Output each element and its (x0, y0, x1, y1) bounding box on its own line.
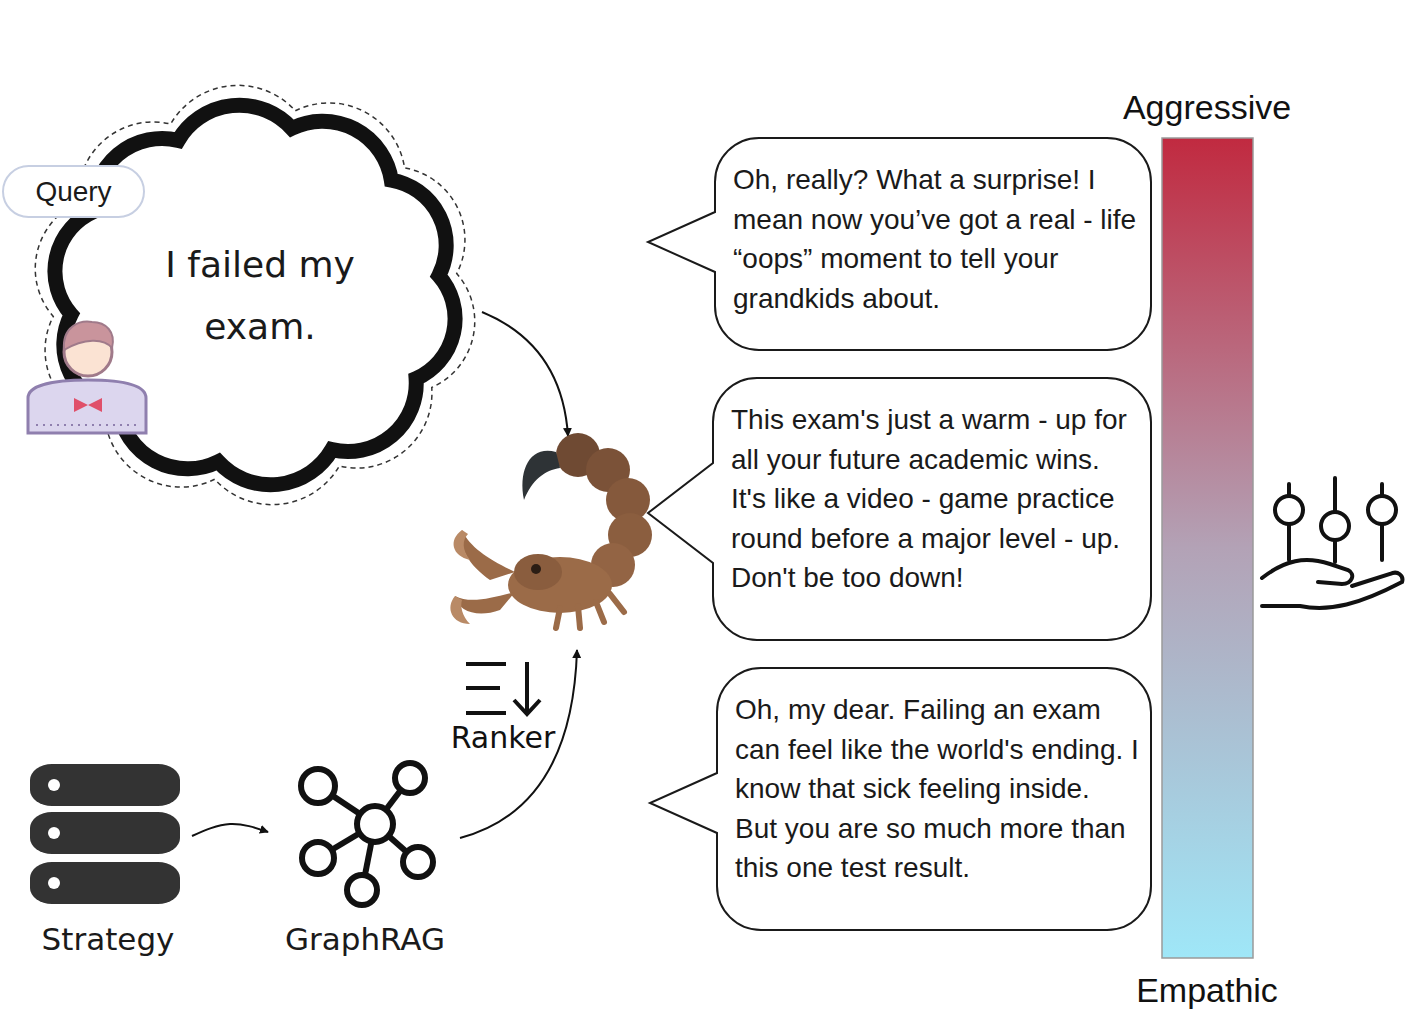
scorpion-illustration (450, 433, 652, 628)
query-cloud-text: I failed my exam. (130, 234, 390, 358)
person-icon (28, 322, 146, 433)
cloud-dashed-outline (35, 85, 474, 504)
query-cloud: I failed my exam. (30, 88, 490, 503)
speech-bubble: Oh, really? What a surprise! I mean now … (715, 138, 1151, 350)
bubble-outline (648, 138, 1151, 350)
scale-bottom-label: Empathic (1136, 971, 1278, 1010)
database-icon (30, 756, 180, 904)
graph-node: GraphRAG (270, 758, 460, 958)
database-node-text: Strategy (28, 920, 188, 958)
speech-bubble: This exam's just a warm - up for all you… (713, 378, 1151, 640)
scale-top-label: Aggressive (1123, 88, 1291, 127)
speech-bubble-text: Oh, really? What a surprise! I mean now … (733, 160, 1139, 318)
bubble-outline (648, 378, 1151, 640)
speech-bubble-text: Oh, my dear. Failing an exam can feel li… (735, 690, 1139, 888)
ranker-label: Ranker (451, 720, 556, 755)
bubble-outline (650, 668, 1151, 930)
graph-node-text: GraphRAG (270, 920, 460, 958)
query-pill-text: Query (35, 175, 111, 209)
flow-arrow (192, 824, 268, 836)
query-cloud-outline (30, 88, 490, 503)
adjust-hand-icon (1262, 478, 1402, 608)
ranker-icon (466, 662, 540, 714)
gradient-bar (1162, 138, 1253, 958)
speech-bubble: Oh, my dear. Failing an exam can feel li… (717, 668, 1151, 930)
graph-icon (301, 763, 433, 905)
query-arrow (482, 312, 568, 436)
database-node: Strategy (28, 758, 188, 958)
query-pill: Query (2, 165, 145, 218)
speech-bubble-text: This exam's just a warm - up for all you… (731, 400, 1139, 598)
